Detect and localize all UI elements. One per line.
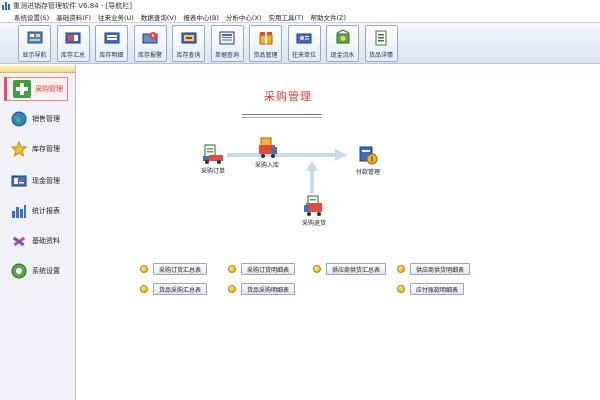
- sidebar-item-purchase[interactable]: 采购管理: [4, 77, 68, 101]
- truck-stock-in-icon: [259, 137, 277, 158]
- sidebar-item-cash[interactable]: 现金管理: [4, 169, 68, 193]
- menu-bar: 系统设置(S) 基础资料(F) 往来业务(U) 数据查询(V) 报表中心(B) …: [0, 11, 600, 22]
- toolbar: 显示导航 库存汇总 库存明细 库存报警 库存查询 单据查询 货品管理 往来单位 …: [0, 22, 600, 64]
- sidebar-item-label: 采购管理: [35, 85, 63, 93]
- sidebar-item-label: 库存管理: [32, 145, 60, 153]
- inventory-alarm-icon: [142, 31, 158, 43]
- menu-report-center[interactable]: 报表中心(B): [183, 13, 219, 22]
- toolbar-goods-management-button[interactable]: 货品管理: [249, 24, 282, 62]
- toolbar-cash-flow-button[interactable]: 现金流水: [326, 24, 359, 62]
- bullet-icon: [397, 265, 405, 273]
- inventory-query-icon: [181, 32, 196, 43]
- bullet-icon: [140, 265, 148, 273]
- window-title: 重测进销存管理软件 V6.84 - [导航栏]: [13, 1, 133, 10]
- sidebar-item-sales[interactable]: 销售管理: [4, 107, 68, 131]
- toolbar-inventory-detail-button[interactable]: 库存明细: [95, 24, 128, 62]
- menu-basic-data[interactable]: 基础资料(F): [56, 13, 92, 22]
- sidebar-item-label: 销售管理: [32, 115, 60, 123]
- report-link-supplier-summary[interactable]: 供应商供货汇总表: [313, 263, 387, 275]
- sidebar-item-label: 基础资料: [32, 237, 60, 245]
- cash-icon: [10, 172, 28, 190]
- toolbar-document-query-button[interactable]: 单据查询: [210, 24, 244, 62]
- toolbar-show-navigation-button[interactable]: 显示导航: [18, 24, 51, 62]
- report-link-order-detail[interactable]: 采购订货明细表: [228, 263, 296, 275]
- inventory-summary-icon: [65, 32, 81, 43]
- flow-node-purchase-order[interactable]: 采购订单: [201, 143, 225, 175]
- settings-icon: [10, 262, 28, 280]
- sidebar-item-system-settings[interactable]: 系统设置: [4, 259, 68, 283]
- bar-chart-icon: [10, 202, 28, 220]
- contacts-icon: [296, 33, 312, 43]
- report-link-supplier-detail[interactable]: 供应商供货明细表: [397, 263, 471, 275]
- star-icon: [10, 140, 28, 158]
- title-bar: 重测进销存管理软件 V6.84 - [导航栏]: [0, 0, 600, 11]
- toolbar-inventory-query-button[interactable]: 库存查询: [172, 24, 205, 62]
- report-link-goods-purchase-detail[interactable]: 货品采购明细表: [228, 283, 296, 295]
- flow-node-purchase-return[interactable]: 采购退货: [302, 195, 326, 227]
- sidebar-item-label: 系统设置: [32, 267, 60, 275]
- sidebar-item-basic-data[interactable]: 基础资料: [4, 229, 68, 253]
- sidebar-item-statistics[interactable]: 统计报表: [4, 199, 68, 223]
- sidebar-header-strip: [0, 65, 75, 73]
- bullet-icon: [313, 265, 321, 273]
- main-panel: 采购管理 采购订单 采购入库 付款管理 采购退货 采购订货汇总表 采购订货明细表…: [77, 65, 600, 400]
- menu-data-query[interactable]: 数据查询(V): [140, 13, 177, 22]
- document-query-icon: [219, 31, 235, 44]
- goods-management-icon: [259, 31, 272, 44]
- menu-system-settings[interactable]: 系统设置(S): [14, 13, 50, 22]
- flow-node-purchase-stock-in[interactable]: 采购入库: [255, 137, 279, 169]
- report-link-order-summary[interactable]: 采购订货汇总表: [140, 263, 208, 275]
- globe-icon: [10, 110, 28, 128]
- toolbar-goods-detail-button[interactable]: 货品详情: [364, 24, 398, 62]
- bullet-icon: [140, 285, 148, 293]
- bullet-icon: [397, 285, 405, 293]
- report-link-goods-purchase-summary[interactable]: 货品采购汇总表: [140, 283, 208, 295]
- toolbar-inventory-summary-button[interactable]: 库存汇总: [56, 24, 90, 62]
- flow-node-payment-management[interactable]: 付款管理: [356, 144, 380, 176]
- app-bar-chart-icon: [2, 1, 10, 10]
- menu-utilities[interactable]: 实用工具(T): [268, 13, 304, 22]
- sidebar-item-label: 现金管理: [32, 177, 60, 185]
- menu-business[interactable]: 往来业务(U): [98, 13, 134, 22]
- truck-return-icon: [304, 195, 322, 216]
- menu-help[interactable]: 帮助文件(Z): [310, 13, 347, 22]
- sidebar-item-label: 统计报表: [32, 207, 60, 215]
- inventory-detail-icon: [104, 32, 119, 43]
- toolbar-inventory-alarm-button[interactable]: 库存报警: [133, 24, 167, 62]
- tools-icon: [10, 232, 28, 250]
- report-link-payables-detail[interactable]: 应付账款明细表: [397, 283, 465, 295]
- flow-arrow-return-up: [306, 161, 318, 193]
- navigation-icon: [27, 31, 42, 43]
- title-underline: [242, 114, 322, 115]
- truck-order-icon: [203, 144, 223, 164]
- cash-flow-icon: [336, 28, 349, 43]
- title-underline-secondary: [242, 117, 322, 118]
- toolbar-contacts-button[interactable]: 往来单位: [287, 24, 321, 62]
- sidebar-item-inventory[interactable]: 库存管理: [4, 137, 68, 161]
- bullet-icon: [228, 265, 236, 273]
- sidebar: 采购管理 销售管理 库存管理 现金管理 统计报表 基础资料 系统设置: [0, 65, 76, 400]
- menu-analysis-center[interactable]: 分析中心(X): [225, 13, 262, 22]
- payment-icon: [359, 146, 378, 165]
- goods-detail-icon: [375, 30, 387, 45]
- flow-arrow-order-to-payment: [227, 149, 347, 161]
- plus-icon: [13, 80, 31, 98]
- bullet-icon: [228, 285, 236, 293]
- page-title: 采购管理: [264, 90, 312, 103]
